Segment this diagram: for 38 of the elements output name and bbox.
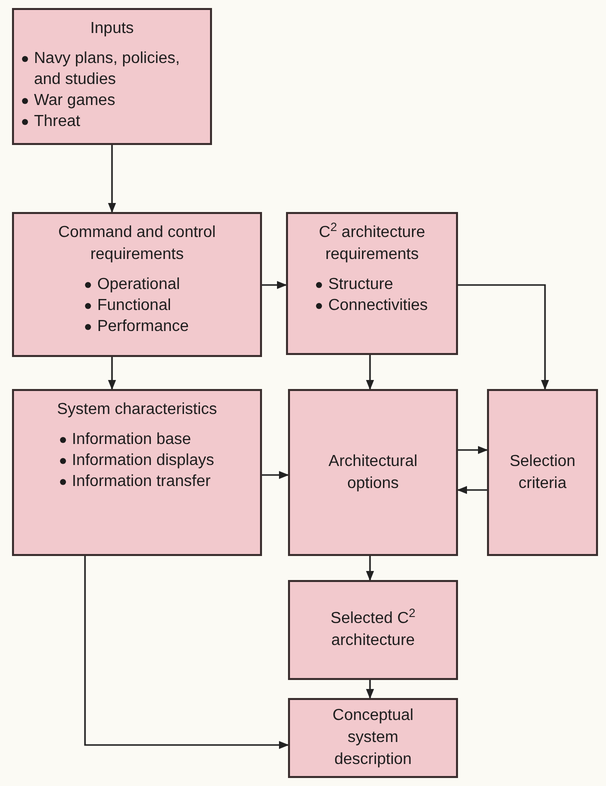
bullet-item: Connectivities xyxy=(316,295,428,316)
bullet-item: Structure xyxy=(316,274,428,295)
bullet-item: War games xyxy=(22,90,202,111)
arrow xyxy=(262,281,287,289)
process-box xyxy=(288,580,458,680)
box-heading: Conceptual system description xyxy=(332,706,414,770)
bullet-item: Operational xyxy=(85,274,189,295)
arrow xyxy=(108,145,116,213)
bullet-item: Threat xyxy=(22,111,202,132)
bullet-item: Information base xyxy=(60,429,214,450)
arrow xyxy=(108,357,116,390)
process-box xyxy=(12,389,262,556)
bullet-item: Performance xyxy=(85,316,189,337)
arrow xyxy=(366,556,374,581)
box-heading: Inputs xyxy=(90,19,134,39)
box-heading: Command and control requirements xyxy=(57,223,217,265)
bullet-item: Information displays xyxy=(60,450,214,471)
box-heading: C$^{2}$ architecture requirements xyxy=(318,222,426,265)
process-box xyxy=(286,212,458,355)
box-heading: Architectural options xyxy=(328,452,418,494)
process-box xyxy=(288,698,458,778)
arrow xyxy=(84,556,289,749)
arrow xyxy=(458,284,549,390)
box-heading: Selected C$^{2}$ architecture xyxy=(330,608,416,651)
arrow xyxy=(366,680,374,699)
arrow xyxy=(366,355,374,390)
box-heading: System characteristics xyxy=(56,400,218,420)
process-box xyxy=(12,8,212,145)
bullet-item: Functional xyxy=(85,295,189,316)
process-box xyxy=(487,389,598,556)
box-heading: Selection criteria xyxy=(510,452,576,494)
arrow xyxy=(458,446,488,454)
process-box xyxy=(288,389,458,556)
bullet-item: Navy plans, policies, and studies xyxy=(22,48,202,90)
process-box xyxy=(12,212,262,357)
bullet-item: Information transfer xyxy=(60,471,214,492)
arrow xyxy=(457,486,487,494)
arrow xyxy=(262,471,289,479)
